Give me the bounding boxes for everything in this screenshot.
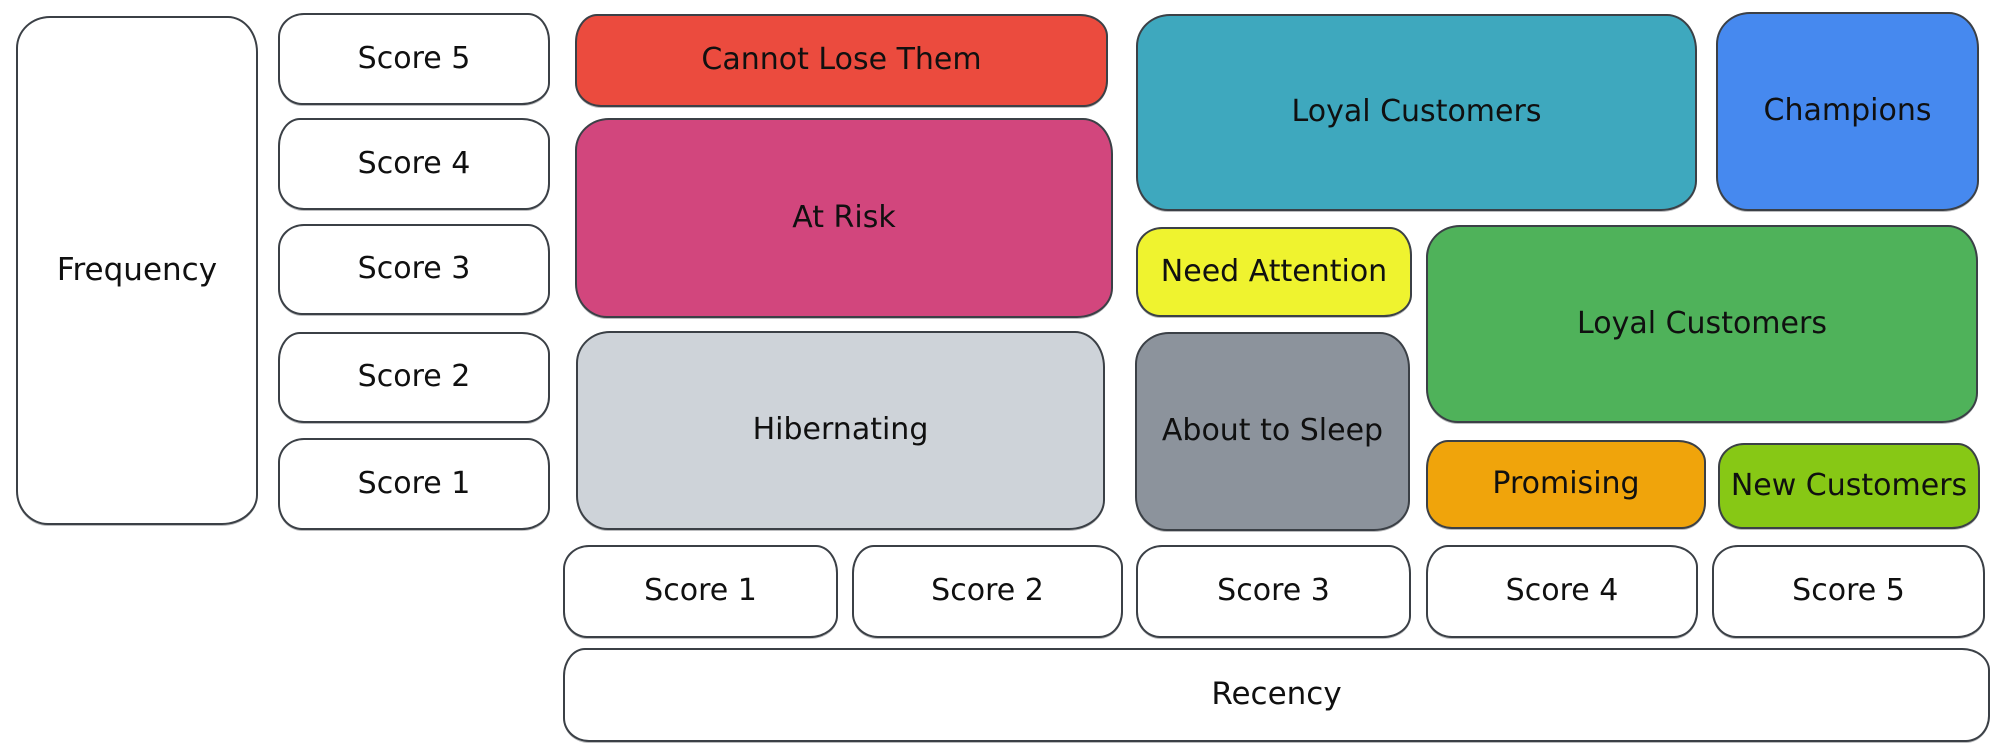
x-tick-score-5: Score 5 — [1712, 545, 1985, 638]
segment-loyal-customers-right: Loyal Customers — [1426, 225, 1978, 423]
y-tick-score-2: Score 2 — [278, 332, 550, 423]
segment-cannot-lose-them: Cannot Lose Them — [575, 14, 1108, 107]
segment-loyal-customers-top: Loyal Customers — [1136, 14, 1697, 211]
segment-promising: Promising — [1426, 440, 1706, 529]
y-tick-score-3: Score 3 — [278, 224, 550, 315]
y-tick-score-1: Score 1 — [278, 438, 550, 530]
segment-champions: Champions — [1716, 12, 1979, 211]
x-tick-score-2: Score 2 — [852, 545, 1123, 638]
segment-about-to-sleep: About to Sleep — [1135, 332, 1410, 531]
x-tick-score-3: Score 3 — [1136, 545, 1411, 638]
x-tick-score-4: Score 4 — [1426, 545, 1698, 638]
segment-hibernating: Hibernating — [576, 331, 1105, 530]
y-tick-score-5: Score 5 — [278, 13, 550, 105]
segment-need-attention: Need Attention — [1136, 227, 1412, 317]
x-axis-title: Recency — [563, 648, 1990, 742]
y-axis-title: Frequency — [16, 16, 258, 525]
x-tick-score-1: Score 1 — [563, 545, 838, 638]
segment-new-customers: New Customers — [1718, 443, 1980, 529]
y-tick-score-4: Score 4 — [278, 118, 550, 210]
segment-at-risk: At Risk — [575, 118, 1113, 318]
